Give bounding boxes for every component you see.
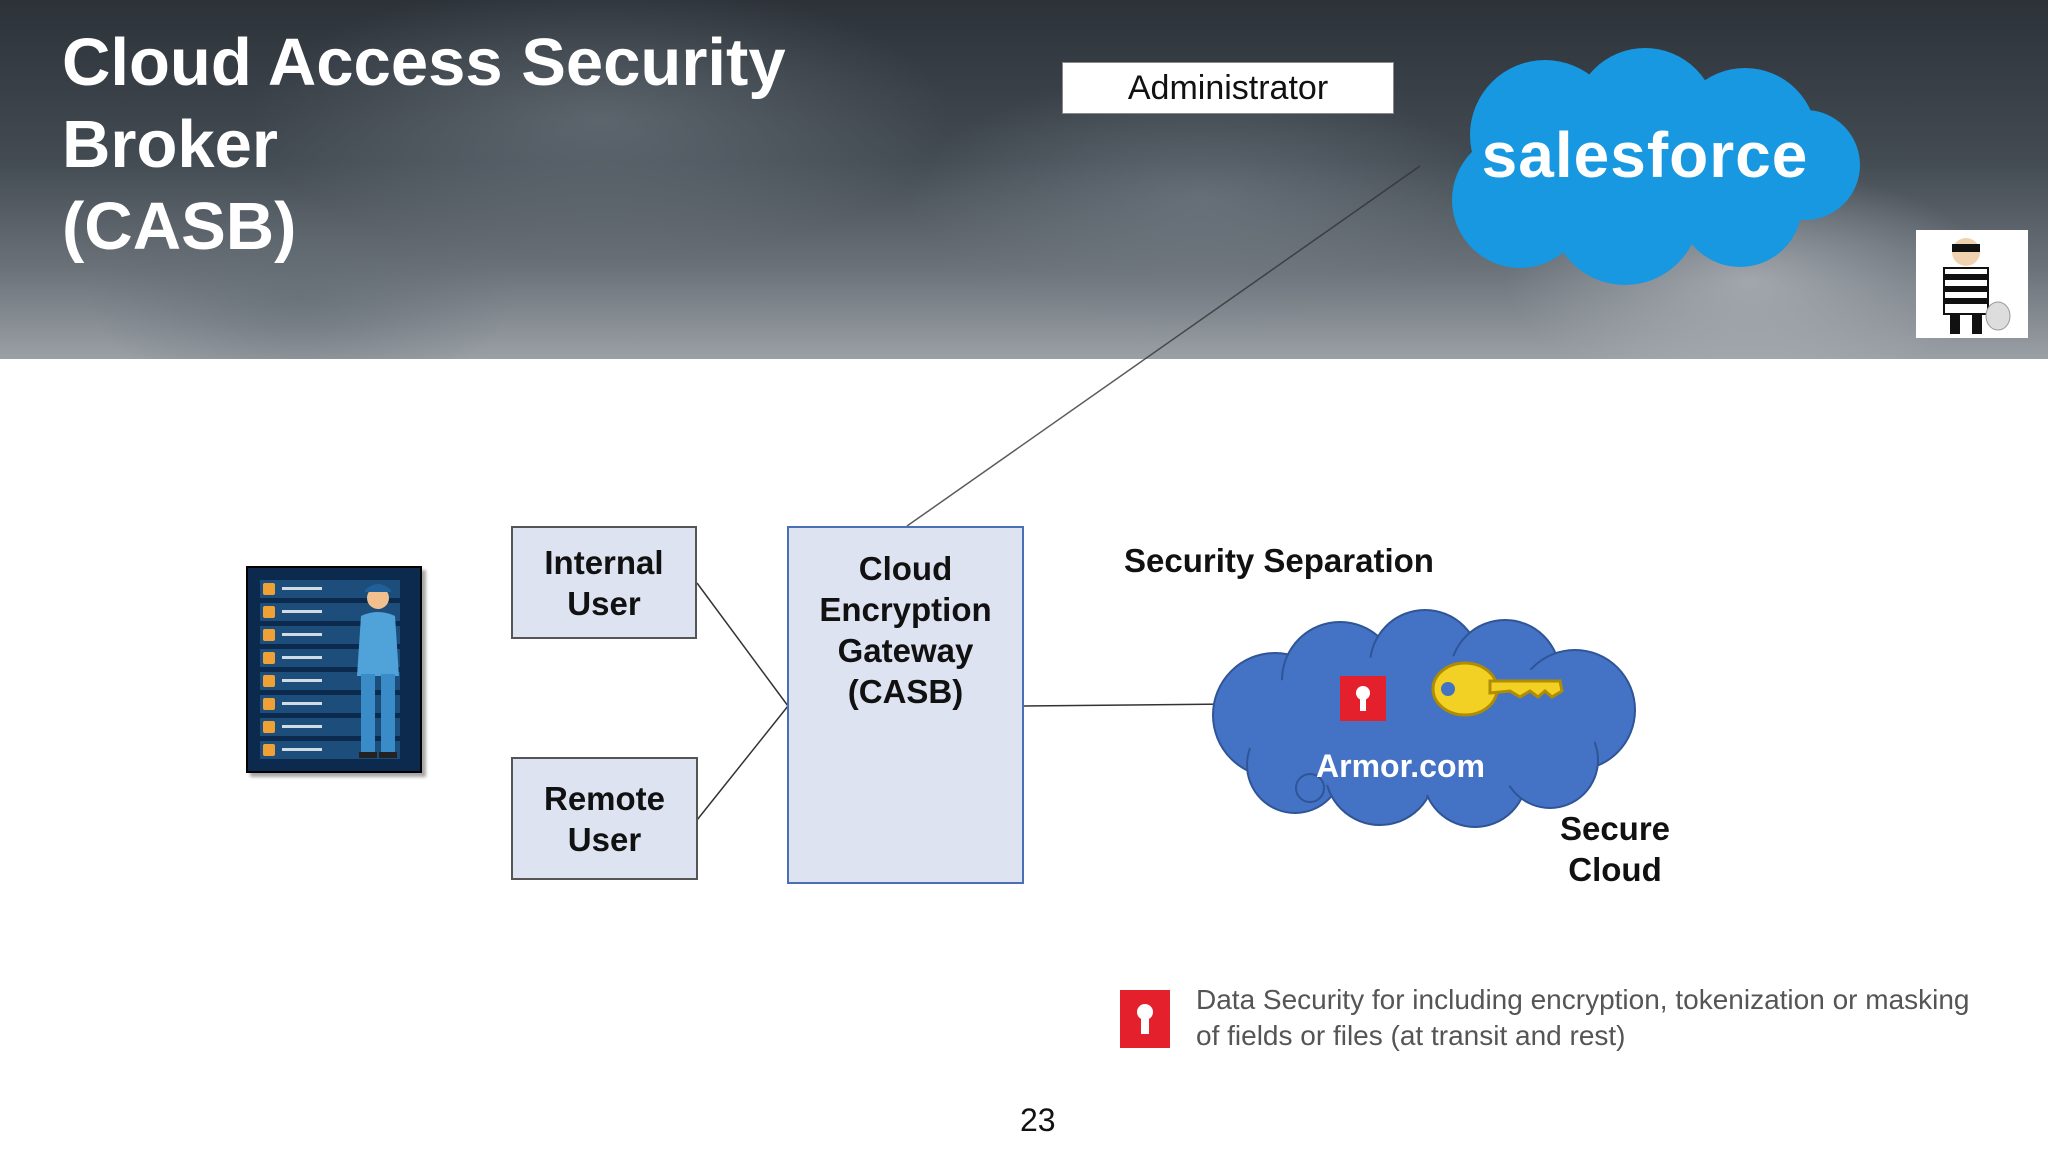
cloud-lock-icon <box>1340 676 1386 721</box>
secure-cloud-label: Secure Cloud <box>1540 808 1690 890</box>
page-number: 23 <box>1020 1102 1056 1138</box>
thief-icon <box>1916 230 2028 338</box>
remote-user-line-1: Remote <box>543 779 666 817</box>
internal-user-line-1: Internal <box>544 543 664 581</box>
title-line-3: (CASB) <box>62 189 297 264</box>
salesforce-logo-text: salesforce <box>1481 119 1809 191</box>
remote-connector <box>696 705 789 821</box>
internal-user-line-2: User <box>567 584 641 622</box>
personal-data-illustration <box>246 566 422 773</box>
remote-user-box: Remote User <box>511 757 698 880</box>
armor-cloud-label: Armor.com <box>1316 748 1485 784</box>
secure-cloud-line-1: Secure <box>1559 810 1671 847</box>
person-figure <box>357 584 399 758</box>
remote-user-line-2: User <box>567 820 642 858</box>
internal-user-box: Internal User <box>511 526 697 639</box>
panel-row <box>260 580 400 598</box>
armor-cloud-icon <box>1212 609 1636 828</box>
secure-cloud-line-2: Cloud <box>1568 851 1662 888</box>
gateway-line-2: Encryption <box>819 591 992 628</box>
internal-connector <box>696 582 789 707</box>
title-line-2: Broker <box>62 107 278 182</box>
page-title: Cloud Access Security Broker (CASB) <box>62 22 822 268</box>
salesforce-cloud-icon <box>1452 48 1860 285</box>
gateway-line-1: Cloud <box>858 550 953 587</box>
admin-connector <box>906 165 1421 527</box>
administrator-box: Administrator <box>1062 62 1394 114</box>
legend-lock-icon <box>1120 990 1170 1048</box>
security-separation-label: Security Separation <box>1124 542 1434 579</box>
key-icon <box>1431 661 1564 717</box>
title-line-1: Cloud Access Security <box>62 25 786 100</box>
legend-text: Data Security for including encryption, … <box>1196 984 1970 1051</box>
gateway-line-4: (CASB) <box>847 673 964 710</box>
encryption-gateway-box: Cloud Encryption Gateway (CASB) <box>787 526 1024 884</box>
gateway-line-3: Gateway <box>837 632 974 669</box>
